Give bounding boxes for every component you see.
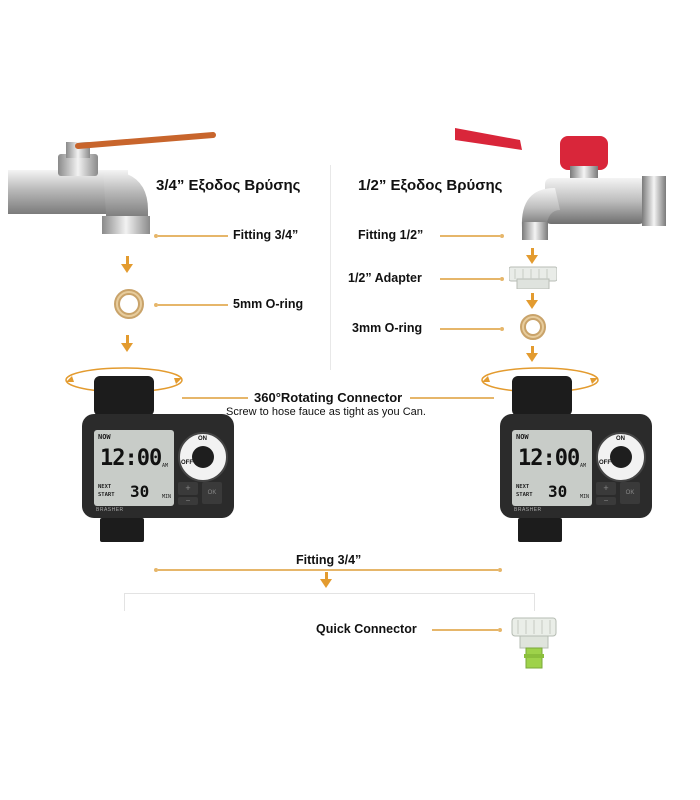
guide-dot xyxy=(498,568,502,572)
left-fitting-label: Fitting 3/4” xyxy=(233,228,299,242)
timer-ok-button: OK xyxy=(202,482,222,504)
bracket-line xyxy=(124,593,125,611)
timer-start-label: START xyxy=(98,492,115,498)
timer-time: 12:00 xyxy=(100,446,162,471)
guide-dot xyxy=(498,628,502,632)
timer-duration: 30 xyxy=(548,482,568,501)
dial-knob xyxy=(610,446,632,468)
timer-brand: BRASHER xyxy=(514,507,542,513)
center-divider xyxy=(330,165,331,370)
timer-minus-button: − xyxy=(596,497,616,505)
timer-plus-button: + xyxy=(596,482,616,495)
timer-ok-button: OK xyxy=(620,482,640,504)
down-arrow-icon xyxy=(531,346,534,354)
bracket-line xyxy=(534,593,535,611)
timer-duration: 30 xyxy=(130,482,150,501)
left-oring-label: 5mm O-ring xyxy=(233,297,304,311)
timer-outlet xyxy=(518,518,562,542)
timer-lcd xyxy=(512,430,592,506)
timer-now-label: NOW xyxy=(98,433,111,441)
right-timer: NOW 12:00 AM NEXT START 30 MIN ON OFF + … xyxy=(500,370,652,542)
guide-dot xyxy=(154,234,158,238)
down-arrow-icon xyxy=(126,335,129,343)
guide-line xyxy=(440,278,500,280)
connector-title: 360°Rotating Connector xyxy=(254,390,403,405)
quick-connector-image xyxy=(511,617,557,669)
timer-lcd xyxy=(94,430,174,506)
quick-connector-label: Quick Connector xyxy=(316,622,417,636)
dial-knob xyxy=(192,446,214,468)
timer-nut xyxy=(94,376,154,416)
guide-line xyxy=(440,328,500,330)
down-arrow-icon xyxy=(126,256,129,264)
down-arrow-icon xyxy=(531,293,534,301)
guide-line xyxy=(440,235,500,237)
down-arrow-icon xyxy=(526,353,538,362)
left-faucet-image xyxy=(8,132,216,234)
right-oring-label: 3mm O-ring xyxy=(352,321,423,335)
timer-next-label: NEXT xyxy=(516,484,530,490)
down-arrow-icon xyxy=(325,572,328,580)
guide-line xyxy=(432,629,498,631)
guide-dot xyxy=(500,234,504,238)
right-fitting-label: Fitting 1/2” xyxy=(358,228,424,242)
dial-off-label: OFF xyxy=(181,460,193,466)
timer-time: 12:00 xyxy=(518,446,580,471)
bottom-fitting-label: Fitting 3/4” xyxy=(296,553,362,567)
timer-am: AM xyxy=(580,463,587,469)
guide-line xyxy=(158,304,228,306)
down-arrow-icon xyxy=(121,343,133,352)
timer-dial: ON OFF xyxy=(178,432,228,482)
guide-line xyxy=(158,569,498,571)
right-title: 1/2” Εξοδος Βρύσης xyxy=(358,177,503,194)
timer-minus-button: − xyxy=(178,497,198,505)
dial-on-label: ON xyxy=(616,436,625,442)
guide-line xyxy=(410,397,494,399)
timer-am: AM xyxy=(162,463,169,469)
adapter-image xyxy=(509,266,557,289)
timer-min: MIN xyxy=(162,494,172,500)
timer-dial: ON OFF xyxy=(596,432,646,482)
adapter-label: 1/2” Adapter xyxy=(348,271,422,285)
guide-line xyxy=(182,397,248,399)
down-arrow-icon xyxy=(121,264,133,273)
timer-nut xyxy=(512,376,572,416)
right-oring-image xyxy=(520,314,546,340)
dial-off-label: OFF xyxy=(599,460,611,466)
timer-start-label: START xyxy=(516,492,533,498)
guide-line xyxy=(158,235,228,237)
left-title: 3/4” Εξοδος Βρύσης xyxy=(156,177,301,194)
timer-next-label: NEXT xyxy=(98,484,112,490)
right-faucet-image xyxy=(455,128,666,240)
down-arrow-icon xyxy=(531,248,534,256)
bracket-line xyxy=(124,593,534,594)
connector-note: Screw to hose fauce as tight as you Can. xyxy=(226,406,426,418)
left-timer: NOW 12:00 AM NEXT START 30 MIN ON OFF + … xyxy=(82,370,234,542)
guide-dot xyxy=(500,327,504,331)
guide-dot xyxy=(154,303,158,307)
timer-brand: BRASHER xyxy=(96,507,124,513)
left-oring-image xyxy=(114,289,144,319)
timer-now-label: NOW xyxy=(516,433,529,441)
timer-plus-button: + xyxy=(178,482,198,495)
guide-dot xyxy=(154,568,158,572)
down-arrow-icon xyxy=(320,579,332,588)
timer-min: MIN xyxy=(580,494,590,500)
timer-outlet xyxy=(100,518,144,542)
down-arrow-icon xyxy=(526,255,538,264)
dial-on-label: ON xyxy=(198,436,207,442)
guide-dot xyxy=(500,277,504,281)
down-arrow-icon xyxy=(526,300,538,309)
